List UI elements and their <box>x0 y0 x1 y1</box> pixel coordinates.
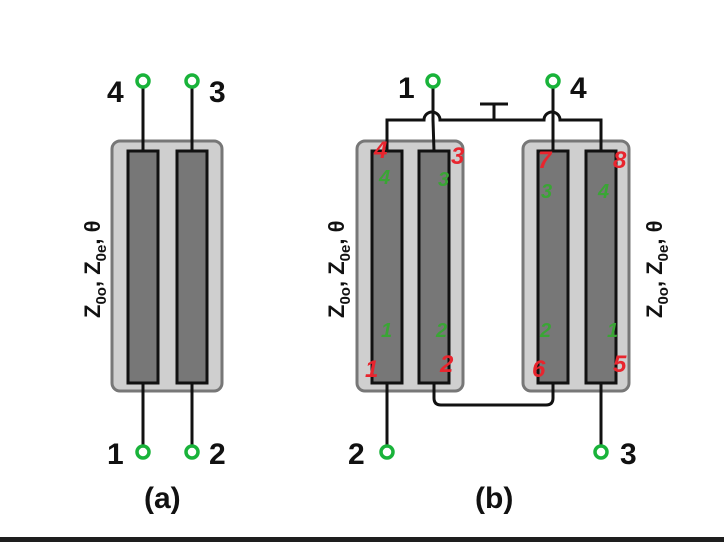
strip-b-right-1 <box>536 149 570 385</box>
node-red-b-3: 3 <box>451 143 465 170</box>
port-label-a-3: 3 <box>209 76 226 109</box>
port-label-b-3: 3 <box>620 438 637 471</box>
node-green-b-3r: 3 <box>541 181 552 203</box>
port-circle-b-1 <box>425 73 441 89</box>
node-red-b-1: 1 <box>365 356 378 383</box>
port-circle-b-3 <box>593 444 609 460</box>
port-circle-b-2 <box>379 444 395 460</box>
node-green-b-3: 3 <box>438 169 449 191</box>
strip-a-left <box>126 149 160 385</box>
port-circle-a-3 <box>184 73 200 89</box>
node-red-b-2: 2 <box>439 351 454 378</box>
node-green-b-4: 4 <box>378 167 390 189</box>
node-green-b-2: 2 <box>435 320 447 342</box>
port-circle-a-1 <box>135 444 151 460</box>
port-circle-a-2 <box>184 444 200 460</box>
param-label-b-left: Z0o, Z0e, θ <box>324 221 354 318</box>
param-label-a: Z0o, Z0e, θ <box>80 221 110 318</box>
wire-b-port1 <box>431 88 436 152</box>
port-label-b-4: 4 <box>570 72 587 105</box>
node-red-b-4: 4 <box>373 137 387 164</box>
port-label-b-2: 2 <box>348 438 365 471</box>
port-label-b-1: 1 <box>398 72 415 105</box>
node-green-b-2r: 2 <box>539 320 551 342</box>
port-label-a-4: 4 <box>107 76 124 109</box>
wire-b-bottom-link <box>432 383 555 407</box>
coupler-b: 1 4 2 3 4 3 1 2 4 3 1 2 7 8 6 5 3 <box>324 72 672 515</box>
node-green-b-1: 1 <box>381 320 392 342</box>
port-label-a-1: 1 <box>107 438 124 471</box>
strip-a-right <box>175 149 209 385</box>
node-red-b-8: 8 <box>613 147 627 174</box>
node-red-b-7: 7 <box>538 147 553 174</box>
wire-b-top-bus <box>385 110 603 151</box>
port-circle-b-4 <box>545 73 561 89</box>
coupler-a: 4 3 1 2 Z0o, Z0e, θ (a) <box>80 73 226 515</box>
port-label-a-2: 2 <box>209 438 226 471</box>
port-circle-a-4 <box>135 73 151 89</box>
node-red-b-5: 5 <box>613 351 627 378</box>
node-green-b-4r: 4 <box>597 181 609 203</box>
caption-b: (b) <box>475 482 513 515</box>
param-label-b-right: Z0o, Z0e, θ <box>642 221 672 318</box>
node-red-b-6: 6 <box>532 356 546 383</box>
node-green-b-1r: 1 <box>607 320 618 342</box>
caption-a: (a) <box>144 482 181 515</box>
